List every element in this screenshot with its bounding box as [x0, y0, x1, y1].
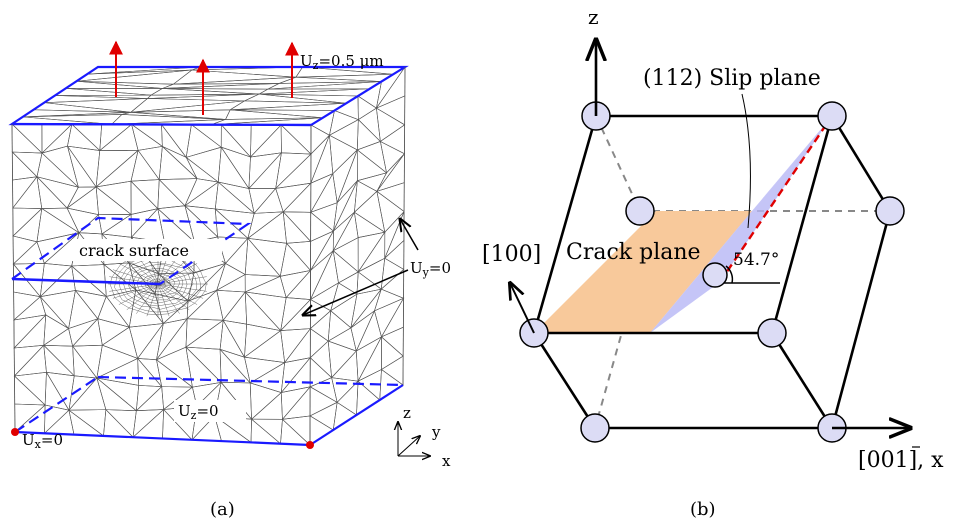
caption-a: (a) [210, 499, 235, 520]
dir-100-label: [100] [482, 242, 541, 267]
uz-bottom-bg [174, 400, 246, 422]
dir-001-label: [001], x [858, 448, 944, 473]
panel-a: Uz=0.5 μm crack surface Uy=0 Uz=0 Ux=0 z… [8, 40, 451, 520]
load-arrows [109, 40, 299, 115]
uz-bottom-label: Uz=0 [178, 402, 219, 422]
bottom-front-edge [14, 430, 311, 447]
fixed-point-dot [306, 441, 314, 449]
z-axis-label: z [588, 5, 599, 29]
uz-top-label: Uz=0.5 μm [300, 52, 384, 72]
slip-plane-label: (112) Slip plane [643, 66, 821, 91]
crack-plane-region [534, 211, 752, 333]
axis-z-label: z [403, 404, 411, 422]
axis-y-label: y [431, 423, 441, 441]
atom [817, 101, 847, 131]
uy-arrow-front [303, 269, 409, 315]
crack-surface-label: crack surface [79, 241, 189, 260]
atoms [519, 101, 905, 443]
slip-direction-line [719, 115, 833, 283]
axis-triad [398, 422, 430, 456]
angle-label: 54.7° [733, 250, 779, 270]
uy-arrow-back [400, 219, 419, 251]
atom [580, 413, 610, 443]
atom [625, 196, 655, 226]
angle-arc [725, 265, 734, 284]
fixed-point-dot [11, 428, 19, 436]
crack-front-line [11, 277, 161, 286]
atom [757, 318, 787, 348]
dir-100-arrow [510, 283, 535, 334]
slip-plane-leader [741, 93, 751, 229]
crack-label-bg [72, 239, 222, 261]
atom-center [702, 262, 728, 288]
caption-b: (b) [690, 499, 716, 520]
crack-plane-label: Crack plane [566, 240, 701, 265]
cube-edges [532, 114, 892, 430]
axis-x-label: x [442, 452, 451, 470]
uy-label: Uy=0 [410, 259, 451, 279]
atom [875, 196, 905, 226]
bottom-right-edge [309, 384, 404, 446]
panel-b: z (112) Slip plane Crack plane 54.7° [10… [482, 5, 944, 520]
ux-label: Ux=0 [22, 431, 63, 451]
